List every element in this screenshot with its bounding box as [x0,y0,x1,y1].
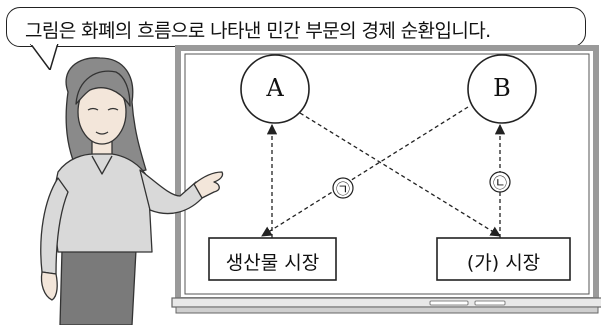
node-b-circle [467,54,537,124]
flow-b-to-product [261,106,469,237]
flow-marker-nieun [489,171,511,193]
chalk [474,300,506,306]
ga-market-label: (가) 시장 [466,252,541,274]
node-a-label: A [266,74,284,102]
product-market-label: 생산물 시장 [225,252,320,274]
node-b-label: B [493,74,511,102]
node-a-circle [240,54,310,124]
teacher-illustration [40,57,224,325]
chalk [429,300,469,306]
flow-label-giyeok: ㉠ [336,182,350,198]
flow-marker-giyeok [332,177,354,199]
chalk-tray [171,297,601,308]
speech-text: 그림은 화폐의 흐름으로 나타낸 민간 부문의 경제 순환입니다. [25,20,491,42]
flow-label-nieun: ㉡ [493,176,507,192]
ga-market-box [436,237,571,281]
product-market-box [208,237,337,281]
speech-bubble: 그림은 화폐의 흐름으로 나타낸 민간 부문의 경제 순환입니다. [6,7,586,47]
speech-bubble-tail [29,44,59,70]
